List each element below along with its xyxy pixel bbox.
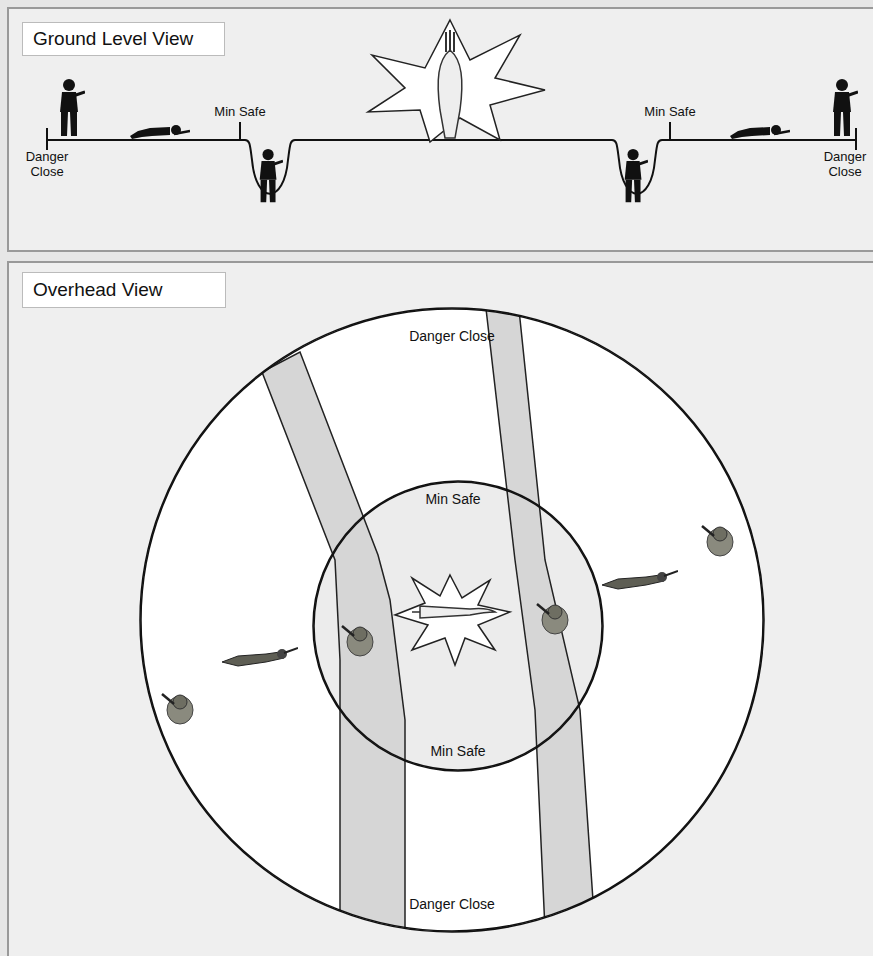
distance-label: Danger Close bbox=[819, 150, 871, 180]
distance-label: Min Safe bbox=[200, 105, 280, 120]
zone-label: Min Safe bbox=[398, 743, 518, 759]
zone-outline bbox=[140, 308, 764, 932]
panel-title-text: Ground Level View bbox=[33, 28, 193, 50]
distance-label: Min Safe bbox=[630, 105, 710, 120]
distance-label: Danger Close bbox=[21, 150, 73, 180]
panel-title-text: Overhead View bbox=[33, 279, 163, 301]
panel-title: Overhead View bbox=[22, 272, 226, 308]
zone-label: Danger Close bbox=[392, 328, 512, 344]
zone-circle: Min SafeMin Safe bbox=[313, 481, 603, 771]
zone-label: Danger Close bbox=[392, 896, 512, 912]
zone-circle: Danger CloseDanger CloseMin SafeMin Safe bbox=[140, 308, 764, 932]
zone-label: Min Safe bbox=[393, 491, 513, 507]
panel-title: Ground Level View bbox=[22, 22, 225, 56]
zone-outline bbox=[313, 481, 603, 771]
